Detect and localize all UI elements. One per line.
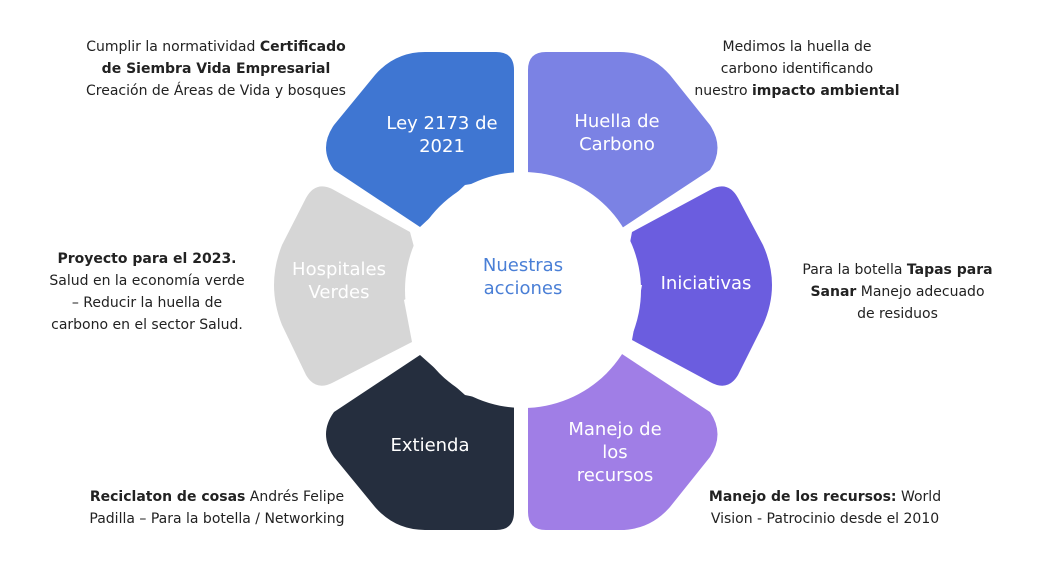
segment-extienda[interactable] bbox=[326, 355, 514, 530]
segment-huella[interactable] bbox=[528, 52, 718, 228]
label-ley: Ley 2173 de 2021 bbox=[386, 113, 498, 157]
desc-manejo: Manejo de los recursos: World Vision - P… bbox=[708, 489, 942, 527]
segment-hospitales[interactable] bbox=[274, 186, 425, 386]
segment-manejo[interactable] bbox=[528, 354, 718, 530]
center-circle bbox=[405, 172, 641, 408]
center-title: Nuestras acciones bbox=[482, 255, 564, 299]
desc-huella: Medimos la huella de carbono identifican… bbox=[694, 39, 900, 99]
label-extienda: Extienda bbox=[390, 435, 470, 456]
desc-iniciativas: Para la botella Tapas para Sanar Manejo … bbox=[802, 262, 993, 322]
label-huella: Huella de Carbono bbox=[574, 111, 660, 155]
desc-ley: Cumplir la normatividad Certificado de S… bbox=[86, 39, 346, 99]
label-manejo: Manejo de los recursos bbox=[568, 419, 662, 486]
label-iniciativas: Iniciativas bbox=[660, 273, 752, 294]
segment-iniciativas[interactable] bbox=[622, 186, 772, 386]
desc-extienda: Reciclaton de cosas Andrés Felipe Padill… bbox=[89, 489, 345, 527]
label-hospitales: Hospitales Verdes bbox=[292, 259, 386, 303]
desc-hospitales: Proyecto para el 2023. Salud en la econo… bbox=[49, 251, 245, 333]
segment-ley[interactable] bbox=[326, 52, 514, 227]
